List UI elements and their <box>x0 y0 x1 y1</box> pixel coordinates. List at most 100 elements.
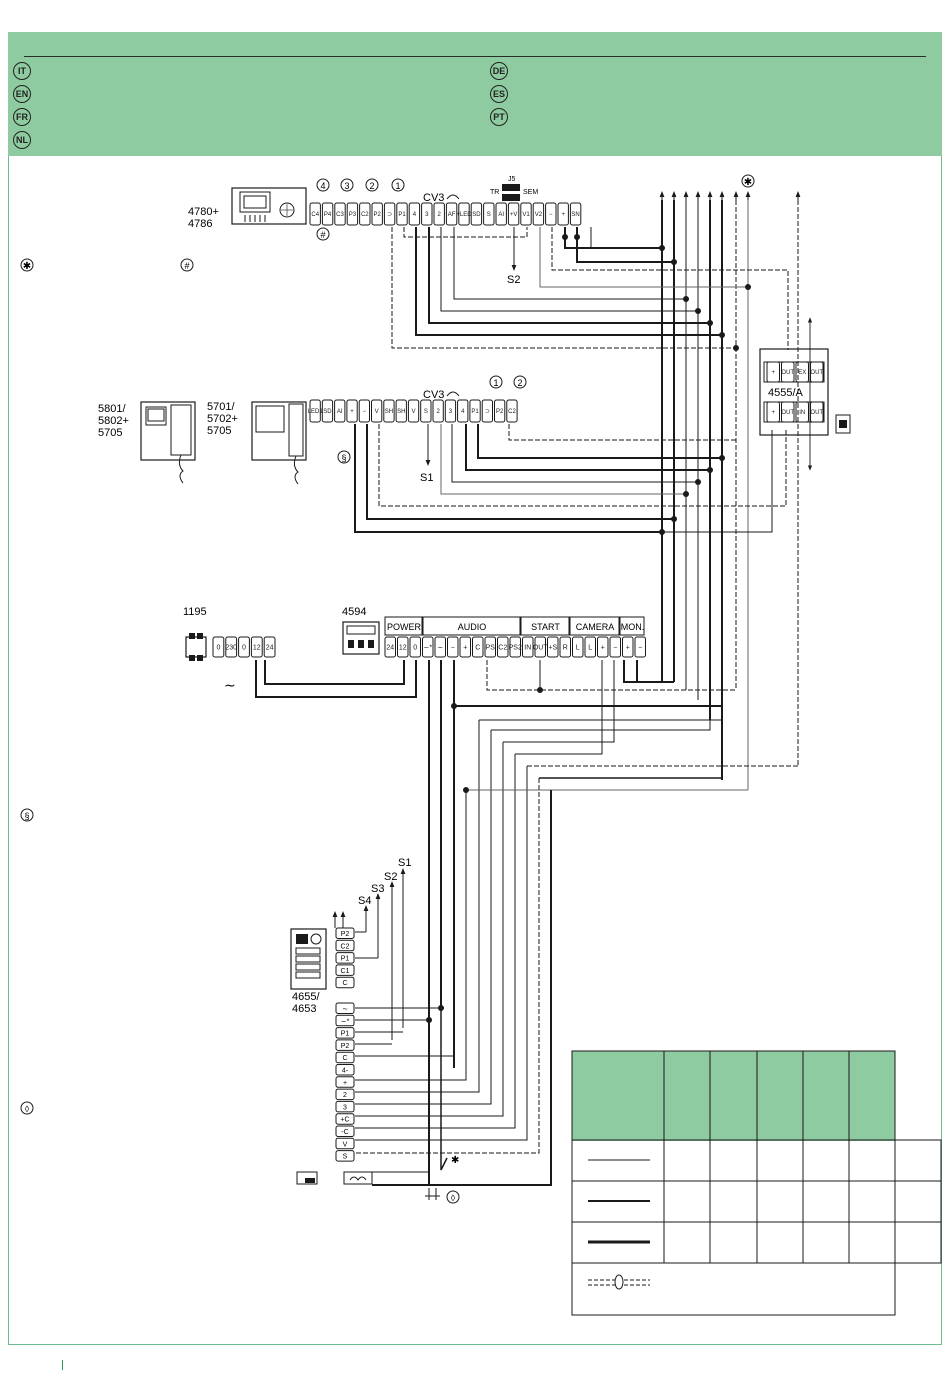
mid-terminal-box <box>432 399 444 423</box>
controller-terminal-label: − <box>613 644 617 651</box>
controller-group-box <box>384 616 423 636</box>
lang-badge-en: EN <box>13 85 31 103</box>
mid-label-a2: 5802+ <box>98 415 129 427</box>
dp-terminal-label: ∼ <box>342 1006 348 1013</box>
m4555-bottom-terminal-box <box>766 401 780 423</box>
device-1195-label: 1195 <box>183 606 207 618</box>
top-terminal-box <box>458 202 470 226</box>
dp-terminal-box <box>335 1051 355 1064</box>
mid-terminal-label: SD <box>323 409 332 415</box>
dp-out-s4: S4 <box>358 895 371 907</box>
controller-group-label: CAMERA <box>576 622 615 632</box>
dp-terminal-label: 4- <box>342 1068 349 1075</box>
mid-terminal-label: V <box>375 409 379 415</box>
controller-terminal-label: + <box>601 644 605 651</box>
mid-s1-label: S1 <box>420 472 433 484</box>
controller-terminal-label: + <box>463 644 467 651</box>
header-rule <box>24 56 926 57</box>
mid-terminal-box <box>395 399 407 423</box>
dp-button-terminal-label: C1 <box>341 968 350 975</box>
top-terminal-label: C2 <box>361 212 369 218</box>
controller-terminal-label: OUT <box>533 644 549 651</box>
dp-button-terminal-label: C2 <box>341 943 350 950</box>
top-terminal-box <box>309 202 321 226</box>
top-terminal-box <box>321 202 334 226</box>
wiring-lines <box>255 191 801 1186</box>
controller-group-label: START <box>531 622 560 632</box>
mid-terminal-label: SH <box>385 409 393 415</box>
top-terminal-label: +V <box>510 212 518 218</box>
controller-terminal-box <box>547 636 559 658</box>
controller-terminal-box <box>459 636 471 658</box>
junction-dots <box>426 234 751 1023</box>
top-terminal-label: SN <box>571 212 579 218</box>
mid-terminal-box <box>358 399 371 423</box>
top-terminal-label: AF <box>448 212 456 218</box>
top-terminal-label: 3 <box>425 212 429 218</box>
controller-group-label: MON. <box>621 622 645 632</box>
controller-group-label: POWER <box>387 622 422 632</box>
dp-terminal-label: 3 <box>343 1104 347 1111</box>
controller-terminal-box <box>384 636 396 658</box>
top-terminal-box <box>433 202 445 226</box>
mid-cv3-label: CV3 <box>423 389 444 401</box>
lang-badge-nl: NL <box>13 131 31 149</box>
top-terminal-box <box>532 202 545 226</box>
lang-badge-pt: PT <box>490 108 508 126</box>
controller-terminal-box <box>472 636 484 658</box>
jumper-j5-top <box>502 184 520 191</box>
d1195-terminal-box <box>238 636 250 658</box>
top-btn-num-3: 3 <box>344 181 349 191</box>
dp-terminal-box <box>335 1064 355 1076</box>
mid-terminal-label: + <box>350 409 354 415</box>
lang-badge-fr: FR <box>13 108 31 126</box>
dp-out-s2: S2 <box>384 871 397 883</box>
m4555-top-terminal-label: OUT <box>781 370 794 376</box>
m4555-bottom-terminal-label: + <box>771 410 775 416</box>
controller-group-box <box>520 616 570 636</box>
jumper-j5-bottom <box>502 194 520 201</box>
top-btn-num-1: 1 <box>395 181 400 191</box>
mid-label-b3: 5705 <box>207 425 231 437</box>
m4555-top-terminal-box <box>766 361 780 383</box>
top-terminal-label: P4 <box>324 212 332 218</box>
controller-terminal-label: ∼* <box>423 644 432 651</box>
dp-button-terminal-label: C <box>342 980 347 987</box>
controller-terminal-label: PS2 <box>509 644 522 651</box>
top-j5-label: J5 <box>508 176 516 183</box>
dp-terminal-box <box>335 1150 355 1162</box>
dp-terminal-label: -C <box>341 1129 348 1136</box>
top-terminal-label: S <box>487 212 491 218</box>
top-terminal-label: ⊃ <box>387 212 392 218</box>
dp-out-s1: S1 <box>398 857 411 869</box>
top-terminal-label: 2 <box>438 212 442 218</box>
controller-terminal-label: PS <box>486 644 496 651</box>
mid-terminal-box <box>506 399 518 423</box>
mid-terminal-label: ⊃ <box>485 409 490 415</box>
top-terminal-label: + <box>561 212 565 218</box>
controller-group-box <box>569 616 620 636</box>
dp-button-terminal-box <box>335 939 355 952</box>
lock-star-glyph: ✱ <box>451 1155 459 1166</box>
mid-terminal-box <box>469 399 481 423</box>
top-terminal-box <box>383 202 396 226</box>
monitor-4780-label2: 4786 <box>188 218 212 230</box>
controller-terminal-box <box>634 636 646 658</box>
controller-terminal-box <box>622 636 634 658</box>
note-hash-glyph: # <box>184 261 189 271</box>
mid-terminal-box <box>346 399 358 423</box>
camera-small-icon <box>835 414 851 434</box>
controller-terminal-box <box>534 636 546 658</box>
m4555-top-terminal-box <box>781 361 795 383</box>
top-terminal-box <box>346 202 359 226</box>
keypad-small-icon <box>296 1171 318 1185</box>
mid-terminal-box <box>420 399 432 423</box>
dp-terminal-box <box>335 1076 355 1088</box>
top-terminal-label: P1 <box>398 212 406 218</box>
mid-terminal-box <box>407 399 420 423</box>
mid-terminal-box <box>457 399 469 423</box>
top-terminal-label: C3 <box>336 212 344 218</box>
legend-table <box>571 1050 942 1316</box>
top-terminal-label: V2 <box>535 212 543 218</box>
